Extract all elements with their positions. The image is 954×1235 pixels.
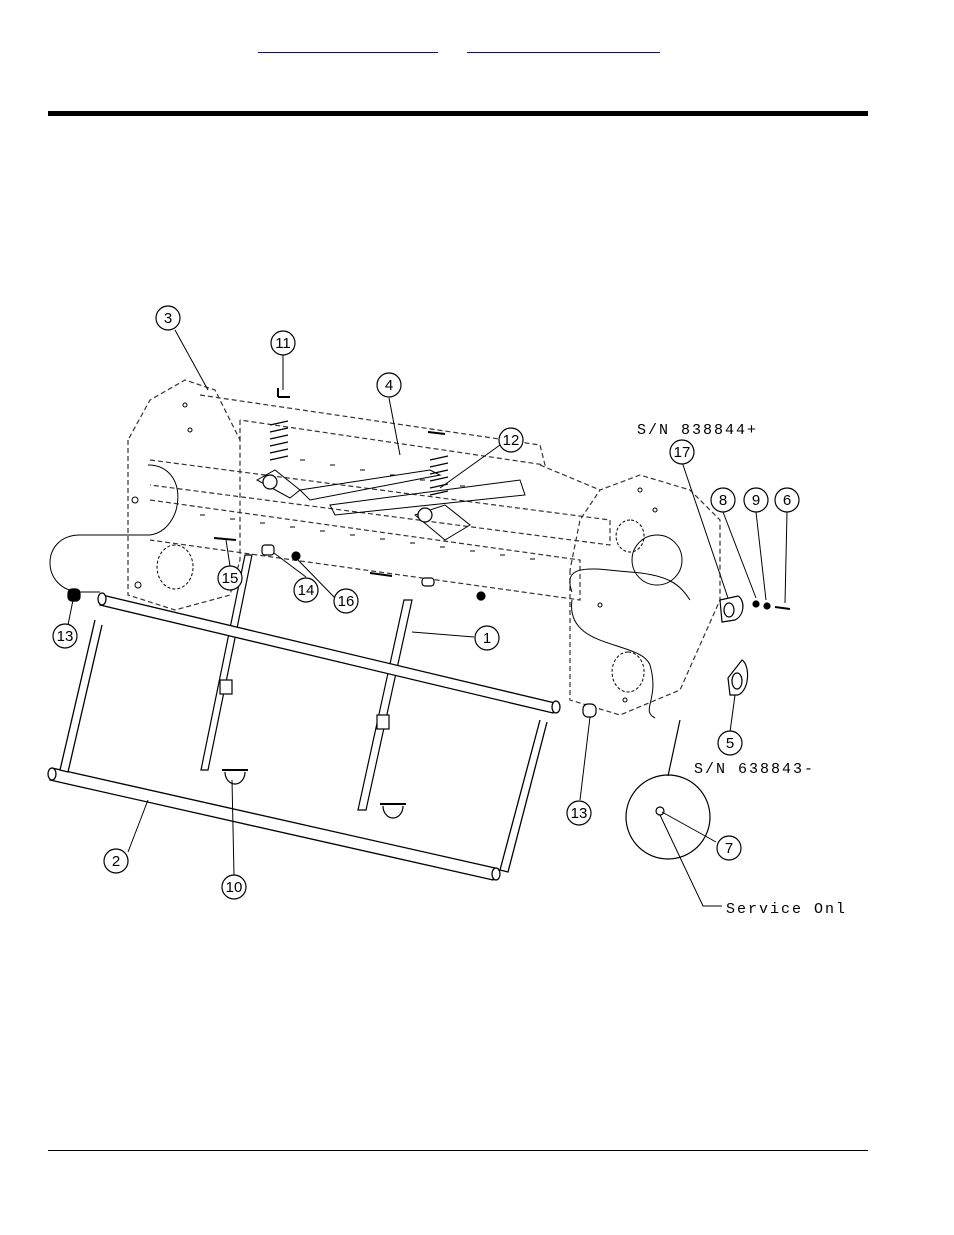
left-plate-details	[50, 403, 193, 592]
svg-text:12: 12	[503, 432, 520, 449]
callout-13-right: 13	[567, 801, 591, 825]
callout-9: 9	[744, 488, 768, 512]
svg-text:8: 8	[719, 492, 727, 509]
service-note: Service Onl	[726, 901, 847, 918]
callout-1: 1	[475, 626, 499, 650]
callout-6: 6	[775, 488, 799, 512]
callout-5: 5	[718, 731, 742, 755]
svg-text:5: 5	[726, 735, 734, 752]
svg-text:3: 3	[164, 310, 172, 327]
tilt-arms	[257, 470, 525, 540]
svg-text:13: 13	[57, 628, 74, 645]
svg-text:17: 17	[674, 444, 691, 461]
serial-note-new: S/N 838844+	[637, 422, 758, 439]
serial-note-old: S/N 638843-	[694, 761, 815, 778]
svg-text:16: 16	[338, 593, 355, 610]
hardware-small	[720, 596, 790, 695]
callout-2: 2	[104, 849, 128, 873]
callout-12: 12	[499, 428, 523, 452]
callout-4: 4	[377, 373, 401, 397]
beam-holes	[200, 460, 535, 559]
svg-text:14: 14	[298, 582, 315, 599]
spring-right	[428, 432, 448, 495]
svg-text:1: 1	[483, 630, 491, 647]
footer-rule	[48, 1150, 868, 1151]
callout-16: 16	[334, 589, 358, 613]
frame-assembly	[128, 380, 720, 715]
right-plate-details	[570, 488, 690, 718]
hair-pin-clips	[222, 770, 406, 818]
svg-text:13: 13	[571, 805, 588, 822]
callout-10: 10	[222, 875, 246, 899]
callout-13-left: 13	[53, 624, 77, 648]
svg-text:9: 9	[752, 492, 760, 509]
svg-text:7: 7	[725, 840, 733, 857]
callout-8: 8	[711, 488, 735, 512]
adjust-rod-right	[358, 600, 412, 810]
detail-circle	[626, 720, 710, 859]
callout-14: 14	[294, 578, 318, 602]
callout-3: 3	[156, 306, 180, 330]
svg-text:10: 10	[226, 879, 243, 896]
svg-text:4: 4	[385, 377, 393, 394]
spring-left	[270, 388, 290, 460]
svg-text:2: 2	[112, 853, 120, 870]
callout-7: 7	[717, 836, 741, 860]
svg-text:15: 15	[222, 570, 239, 587]
callout-17: 17	[670, 440, 694, 464]
callout-11: 11	[271, 331, 295, 355]
svg-text:6: 6	[783, 492, 791, 509]
callout-15: 15	[218, 566, 242, 590]
svg-text:11: 11	[275, 335, 291, 352]
